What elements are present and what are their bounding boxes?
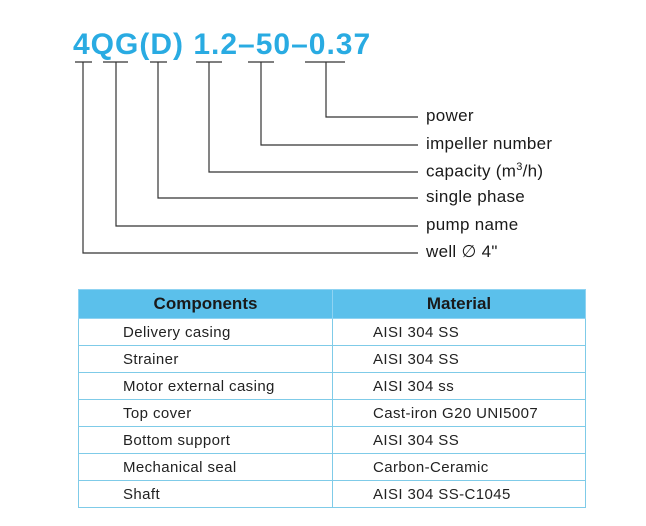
code-breakdown-diagram: [75, 61, 418, 254]
cell-component: Motor external casing: [78, 372, 333, 400]
cell-material: AISI 304 SS-C1045: [332, 480, 586, 508]
table-row: Bottom support AISI 304 SS: [78, 426, 586, 454]
model-code: 4QG(D) 1.2–50–0.37: [73, 28, 372, 61]
label-pump-name: pump name: [426, 215, 519, 234]
cell-component: Bottom support: [78, 426, 333, 454]
table-row: Top cover Cast-iron G20 UNI5007: [78, 399, 586, 427]
table-row: Mechanical seal Carbon-Ceramic: [78, 453, 586, 481]
label-impeller-number: impeller number: [426, 134, 553, 153]
cell-material: AISI 304 SS: [332, 345, 586, 373]
leader-impeller: [248, 61, 418, 146]
materials-table: Components Material Delivery casing AISI…: [78, 289, 586, 508]
label-well: well ∅ 4": [426, 242, 498, 261]
label-capacity-text: capacity (m: [426, 161, 517, 181]
cell-material: Cast-iron G20 UNI5007: [332, 399, 586, 427]
materials-table-wrapper: Components Material Delivery casing AISI…: [78, 289, 586, 508]
table-row: Strainer AISI 304 SS: [78, 345, 586, 373]
leader-phase: [150, 61, 418, 199]
leader-pump: [103, 61, 418, 227]
leader-power: [305, 61, 418, 118]
label-capacity-suffix: /h): [522, 161, 544, 181]
header-components: Components: [78, 289, 333, 319]
label-single-phase: single phase: [426, 187, 526, 206]
table-row: Shaft AISI 304 SS-C1045: [78, 480, 586, 508]
table-row: Motor external casing AISI 304 ss: [78, 372, 586, 400]
cell-material: Carbon-Ceramic: [332, 453, 586, 481]
table-header-row: Components Material: [78, 289, 586, 319]
header-material: Material: [332, 289, 586, 319]
label-power: power: [426, 106, 474, 125]
cell-material: AISI 304 SS: [332, 318, 586, 346]
cell-component: Shaft: [78, 480, 333, 508]
leader-capacity: [196, 61, 418, 173]
table-row: Delivery casing AISI 304 SS: [78, 318, 586, 346]
label-capacity: capacity (m3/h): [426, 161, 543, 182]
cell-component: Top cover: [78, 399, 333, 427]
cell-component: Mechanical seal: [78, 453, 333, 481]
cell-component: Delivery casing: [78, 318, 333, 346]
leader-well: [75, 61, 418, 254]
cell-material: AISI 304 SS: [332, 426, 586, 454]
cell-component: Strainer: [78, 345, 333, 373]
cell-material: AISI 304 ss: [332, 372, 586, 400]
label-capacity-sup: 3: [516, 161, 523, 173]
